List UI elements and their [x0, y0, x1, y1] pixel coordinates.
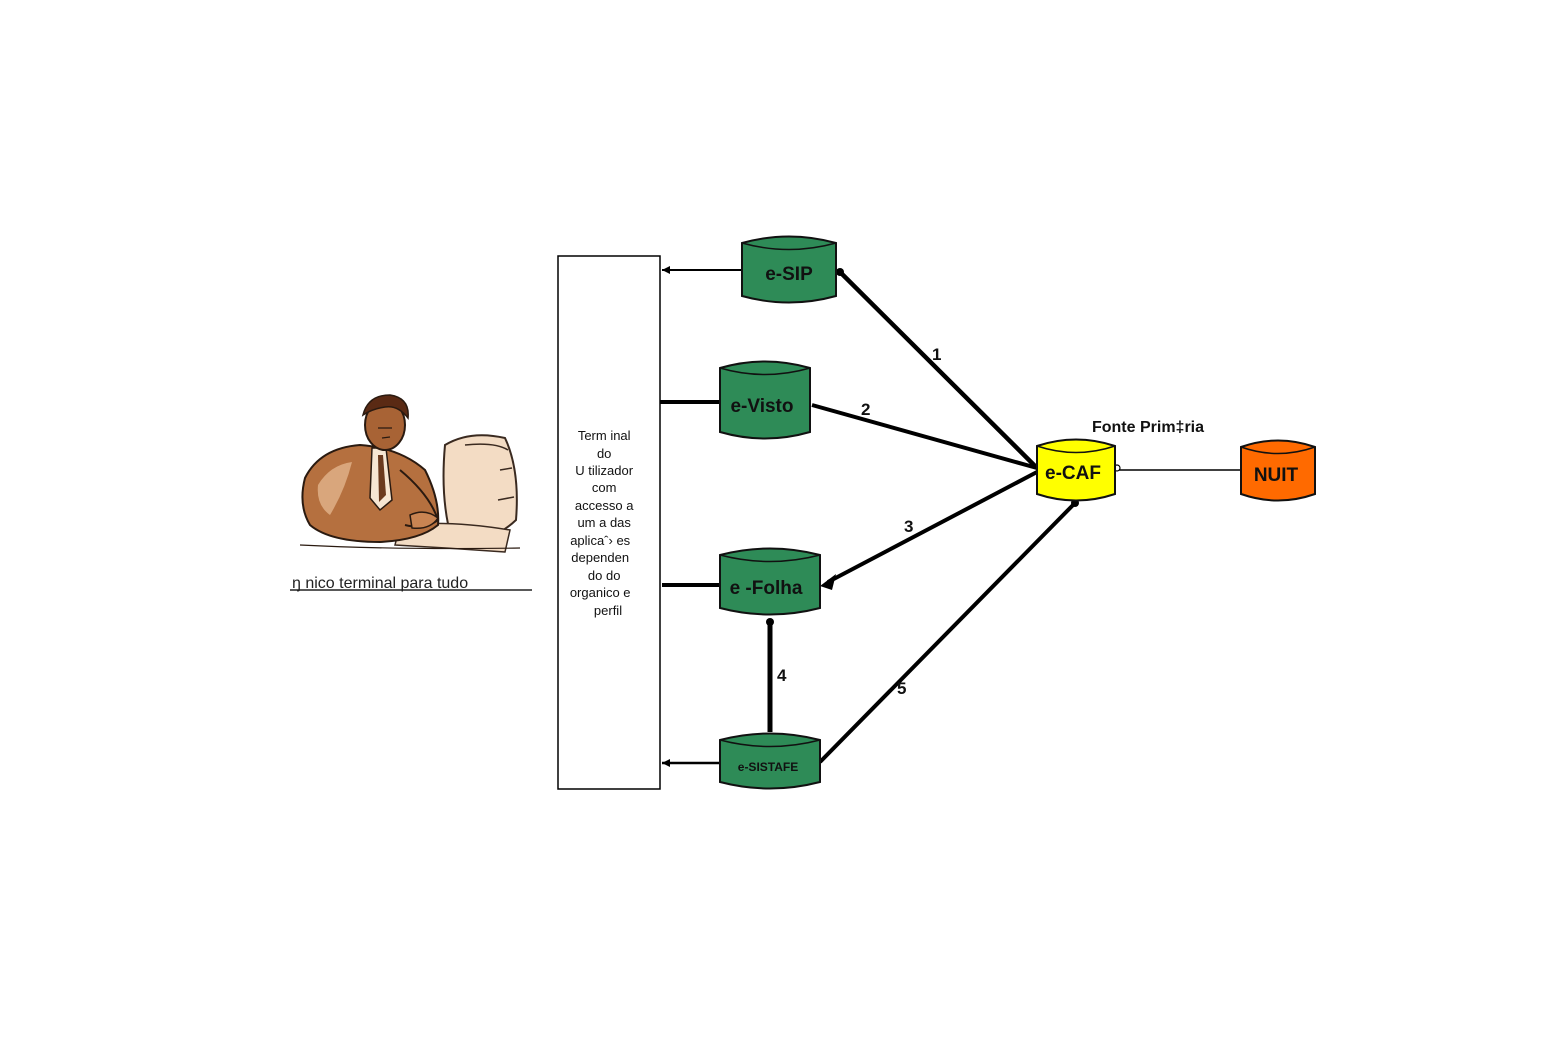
database-efolha: e -Folha — [719, 547, 821, 616]
caf-edges — [766, 268, 1240, 764]
edge-1 — [838, 270, 1039, 470]
terminal-line: aplicaˆ› es — [570, 533, 630, 548]
terminal-line: um a das — [577, 515, 631, 530]
edge-label-4: 4 — [777, 666, 787, 685]
edge-3-arrowhead — [820, 574, 836, 590]
terminal-line: accesso a — [575, 498, 634, 513]
database-esip: e-SIP — [741, 235, 837, 304]
terminal-line: dependen — [571, 550, 629, 565]
edge-label-5: 5 — [897, 679, 906, 698]
user-illustration — [299, 394, 521, 553]
edge-3 — [827, 470, 1038, 584]
edge-label-3: 3 — [904, 517, 913, 536]
terminal-line: Term inal — [578, 428, 631, 443]
database-label: NUIT — [1254, 465, 1299, 486]
source-label: Fonte Prim‡ria — [1092, 419, 1204, 436]
arrowhead — [662, 759, 670, 767]
database-label: e -Folha — [730, 578, 803, 599]
database-label: e-SISTAFE — [738, 760, 798, 774]
database-ecaf: e-CAF — [1036, 438, 1116, 502]
edge-4-endpoint — [766, 618, 774, 626]
database-label: e-CAF — [1045, 463, 1101, 484]
database-label: e-Visto — [730, 396, 793, 417]
edge-label-1: 1 — [932, 345, 941, 364]
edge-label-2: 2 — [861, 400, 870, 419]
edge-1-endpoint — [836, 268, 844, 276]
terminal-connectors — [660, 266, 742, 767]
terminal-line: do do — [588, 568, 621, 583]
database-nuit: NUIT — [1240, 439, 1316, 502]
terminal-line: U tilizador — [575, 463, 633, 478]
database-evisto: e-Visto — [719, 360, 811, 440]
database-esistafe: e-SISTAFE — [719, 732, 821, 790]
terminal-line: organico e — [570, 585, 631, 600]
edge-5 — [818, 501, 1077, 764]
edge-2 — [811, 403, 1038, 470]
terminal-description: Term inal do U tilizador com accesso a u… — [570, 428, 637, 618]
terminal-box — [557, 255, 661, 790]
user-caption: ŋ nico terminal para tudo — [292, 575, 468, 592]
terminal-line: do — [597, 446, 611, 461]
database-label: e-SIP — [765, 264, 813, 285]
terminal-line: perfil — [594, 603, 622, 618]
arrowhead — [662, 266, 670, 274]
terminal-line: com — [592, 480, 617, 495]
